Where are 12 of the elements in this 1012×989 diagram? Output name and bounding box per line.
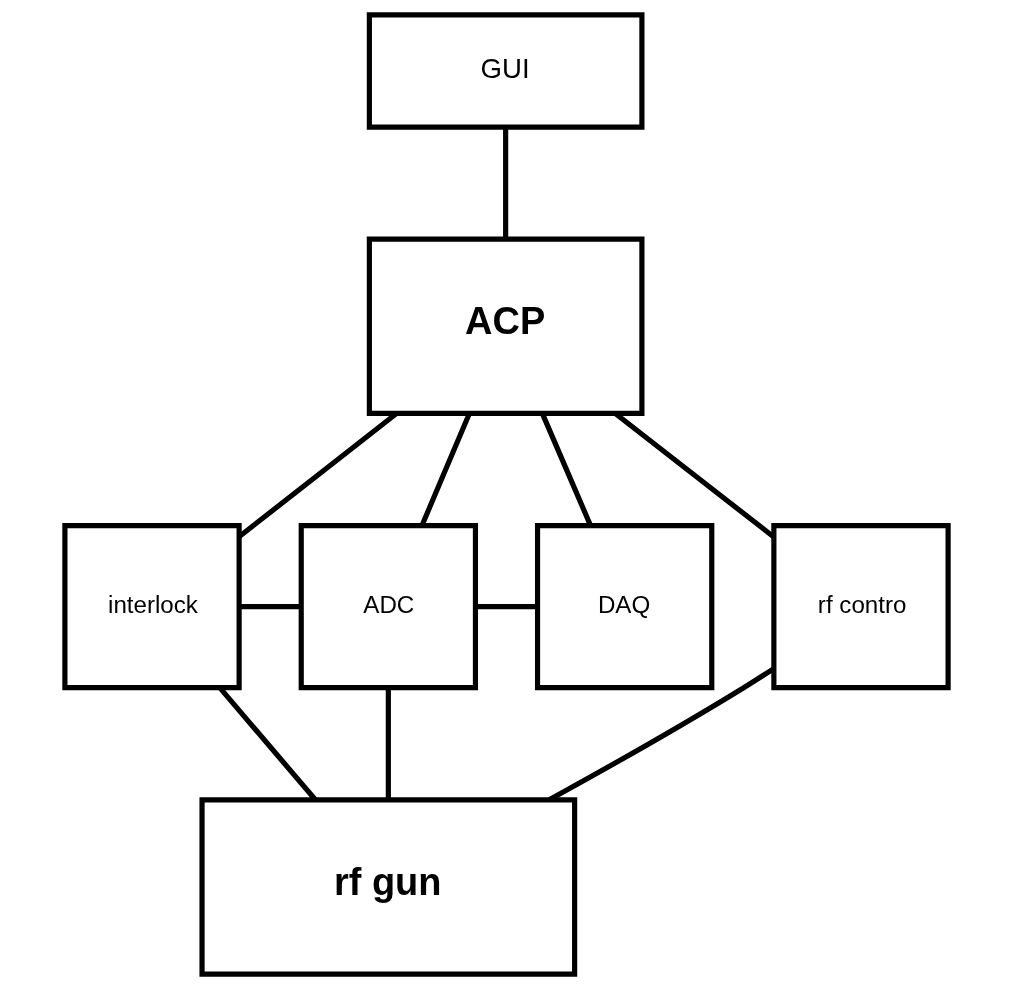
node-box: rf gun [198, 797, 577, 977]
connector [385, 688, 391, 800]
connector [238, 604, 301, 610]
node-box: ACP [366, 236, 644, 416]
connector [547, 666, 775, 802]
node-box: DAQ [534, 522, 714, 691]
node-box: interlock [61, 522, 242, 691]
node-box: rf contro [770, 522, 951, 691]
connector [502, 127, 508, 239]
node-box: GUI [366, 12, 644, 130]
connector [475, 604, 537, 610]
node-box: ADC [298, 522, 478, 691]
